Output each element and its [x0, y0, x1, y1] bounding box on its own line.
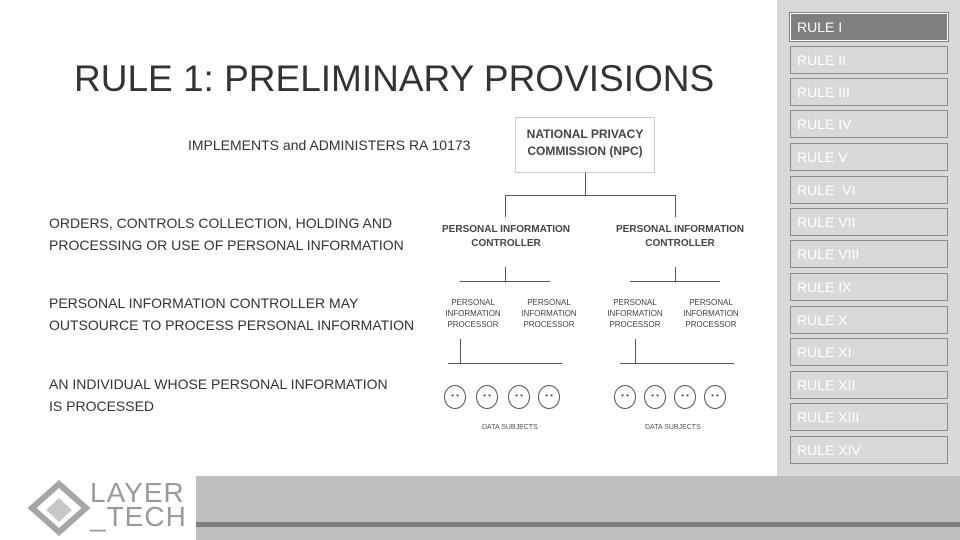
processor-description-line: OUTSOURCE TO PROCESS PERSONAL INFORMATIO…: [49, 317, 415, 333]
rule-button[interactable]: RULE IV: [790, 110, 948, 138]
smiley-face-icon: • •: [444, 385, 466, 409]
npc-box: NATIONAL PRIVACY COMMISSION (NPC): [515, 117, 655, 173]
controller-box-line: CONTROLLER: [645, 238, 715, 249]
processor-box-line: INFORMATION: [683, 309, 739, 318]
processor-box: PERSONAL INFORMATION PROCESSOR: [598, 293, 672, 339]
rule-button[interactable]: RULE I: [789, 12, 949, 42]
rule-button[interactable]: RULE IX: [790, 273, 948, 301]
rule-button[interactable]: RULE III: [790, 78, 948, 106]
smiley-face-icon: • •: [476, 385, 498, 409]
data-subject-description-line: AN INDIVIDUAL WHOSE PERSONAL INFORMATION: [49, 376, 388, 392]
npc-description-line: IMPLEMENTS and ADMINISTERS RA 10173: [188, 137, 471, 153]
processor-box: PERSONAL INFORMATION PROCESSOR: [674, 293, 748, 339]
smiley-face-icon: • •: [674, 385, 696, 409]
processor-box: PERSONAL INFORMATION PROCESSOR: [512, 293, 586, 339]
controller-box: PERSONAL INFORMATION CONTROLLER: [436, 217, 576, 267]
processor-box-line: PROCESSOR: [685, 320, 737, 329]
rule-button[interactable]: RULE VI: [790, 176, 948, 204]
logo-text-line1: LAYER: [90, 477, 185, 508]
processor-description: PERSONAL INFORMATION CONTROLLER MAY OUTS…: [49, 292, 414, 336]
processor-box-line: PROCESSOR: [447, 320, 499, 329]
connector-line: [585, 173, 586, 195]
controller-box-line: PERSONAL INFORMATION: [442, 224, 570, 235]
connector-line: [630, 281, 720, 282]
controller-box-line: PERSONAL INFORMATION: [616, 224, 744, 235]
connector-line: [675, 195, 676, 217]
data-subject-description: AN INDIVIDUAL WHOSE PERSONAL INFORMATION…: [49, 373, 388, 417]
connector-line: [460, 339, 461, 363]
processor-box: PERSONAL INFORMATION PROCESSOR: [436, 293, 510, 339]
smiley-face-icon: • •: [614, 385, 636, 409]
connector-line: [635, 339, 636, 363]
processor-box-line: PROCESSOR: [523, 320, 575, 329]
connector-line: [675, 267, 676, 281]
processor-box-line: PROCESSOR: [609, 320, 661, 329]
npc-box-line: NATIONAL PRIVACY: [526, 127, 644, 141]
processor-box-line: PERSONAL: [527, 298, 571, 307]
controller-box: PERSONAL INFORMATION CONTROLLER: [610, 217, 750, 267]
processor-box-line: INFORMATION: [607, 309, 663, 318]
rule-button[interactable]: RULE V: [790, 143, 948, 171]
rule-button[interactable]: RULE VIII: [790, 240, 948, 268]
npc-description: IMPLEMENTS and ADMINISTERS RA 10173: [188, 134, 470, 156]
layer-tech-logo-icon: [27, 479, 91, 537]
footer-band: [196, 476, 960, 540]
rule-button[interactable]: RULE X: [790, 306, 948, 334]
npc-structure-diagram: NATIONAL PRIVACY COMMISSION (NPC) PERSON…: [430, 115, 760, 435]
connector-line: [448, 363, 562, 364]
processor-box-line: PERSONAL: [613, 298, 657, 307]
controller-description-line: ORDERS, CONTROLS COLLECTION, HOLDING AND: [49, 215, 393, 231]
rule-button[interactable]: RULE II: [790, 46, 948, 74]
connector-line: [505, 267, 506, 281]
controller-description: ORDERS, CONTROLS COLLECTION, HOLDING AND…: [49, 212, 404, 256]
processor-description-line: PERSONAL INFORMATION CONTROLLER MAY: [49, 295, 359, 311]
rule-button[interactable]: RULE XI: [790, 338, 948, 366]
smiley-face-icon: • •: [644, 385, 666, 409]
data-subject-description-line: IS PROCESSED: [49, 398, 155, 414]
controller-description-line: PROCESSING OR USE OF PERSONAL INFORMATIO…: [49, 237, 404, 253]
processor-box-line: PERSONAL: [451, 298, 495, 307]
rule-button[interactable]: RULE XIV: [790, 436, 948, 464]
data-subjects-label: DATA SUBJECTS: [645, 424, 701, 431]
rule-button[interactable]: RULE XIII: [790, 403, 948, 431]
logo: [14, 476, 196, 540]
data-subjects-label: DATA SUBJECTS: [482, 424, 538, 431]
footer-divider: [196, 522, 960, 527]
connector-line: [505, 195, 506, 217]
rule-button[interactable]: RULE VII: [790, 208, 948, 236]
processor-box-line: INFORMATION: [445, 309, 501, 318]
rule-button[interactable]: RULE XII: [790, 371, 948, 399]
connector-line: [460, 281, 550, 282]
smiley-face-icon: • •: [538, 385, 560, 409]
slide-title: RULE 1: PRELIMINARY PROVISIONS: [74, 58, 715, 99]
processor-box-line: PERSONAL: [689, 298, 733, 307]
smiley-face-icon: • •: [508, 385, 530, 409]
connector-line: [505, 195, 675, 196]
npc-box-line: COMMISSION (NPC): [527, 144, 643, 158]
processor-box-line: INFORMATION: [521, 309, 577, 318]
smiley-face-icon: • •: [704, 385, 726, 409]
controller-box-line: CONTROLLER: [471, 238, 541, 249]
connector-line: [620, 363, 734, 364]
logo-text-line2: _TECH: [90, 501, 187, 532]
